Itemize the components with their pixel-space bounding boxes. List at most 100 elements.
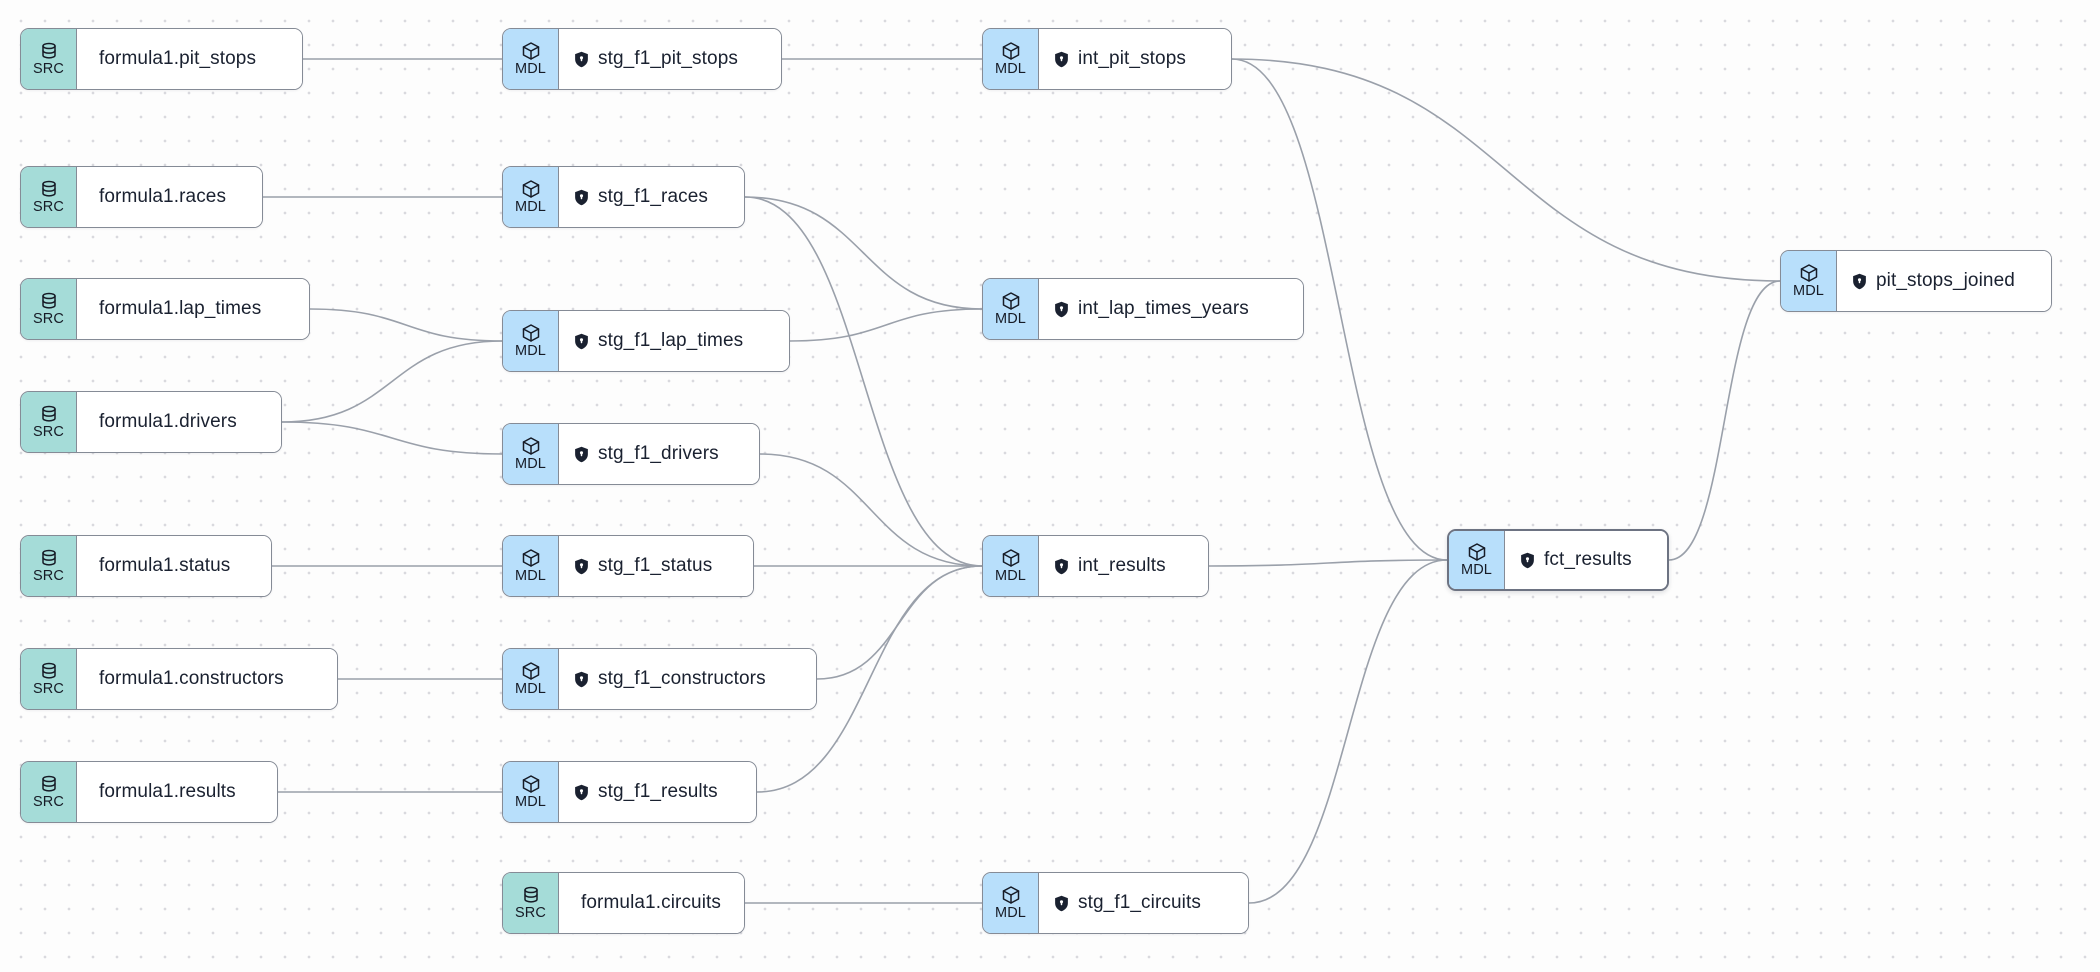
- edge-int_results-to-fct_results: [1208, 559, 1448, 567]
- node-src_status[interactable]: SRC formula1.status: [20, 535, 272, 597]
- database-icon: [39, 41, 59, 61]
- node-int_pit_stops[interactable]: MDL int_pit_stops: [982, 28, 1232, 90]
- node-src_circuits[interactable]: SRC formula1.circuits: [502, 872, 745, 934]
- edge-stg_constructors-to-int_results: [816, 565, 983, 680]
- node-stg_drivers[interactable]: MDL stg_f1_drivers: [502, 423, 760, 485]
- shield-lock-icon: [574, 446, 589, 463]
- edge-stg_drivers-to-int_results: [759, 453, 983, 567]
- node-label: formula1.results: [99, 781, 236, 802]
- database-icon: [39, 774, 59, 794]
- node-label: formula1.lap_times: [99, 298, 262, 319]
- node-stg_results[interactable]: MDL stg_f1_results: [502, 761, 757, 823]
- node-stg_constructors[interactable]: MDL stg_f1_constructors: [502, 648, 817, 710]
- edge-src_drivers-to-stg_drivers: [281, 421, 503, 455]
- database-icon: [521, 885, 541, 905]
- database-icon: [39, 404, 59, 424]
- node-label: int_lap_times_years: [1078, 298, 1249, 319]
- cube-icon: [1001, 885, 1021, 905]
- shield-lock-icon: [1054, 51, 1069, 68]
- node-label: stg_f1_circuits: [1078, 892, 1201, 913]
- node-body: int_lap_times_years: [1039, 279, 1303, 339]
- node-body: stg_f1_pit_stops: [559, 29, 781, 89]
- badge-mdl: MDL: [983, 29, 1039, 89]
- edge-int_pit_stops-to-pit_stops_joined: [1231, 58, 1781, 282]
- edge-stg_lap_times-to-int_lap_times_years: [789, 308, 983, 342]
- shield-lock-icon: [1852, 273, 1867, 290]
- badge-text: SRC: [515, 905, 546, 921]
- node-body: formula1.status: [77, 536, 271, 596]
- node-stg_circuits[interactable]: MDL stg_f1_circuits: [982, 872, 1249, 934]
- cube-icon: [1001, 41, 1021, 61]
- edge-src_drivers-to-stg_lap_times: [281, 340, 503, 423]
- node-label: formula1.pit_stops: [99, 48, 257, 69]
- node-src_drivers[interactable]: SRC formula1.drivers: [20, 391, 282, 453]
- badge-text: SRC: [33, 199, 64, 215]
- node-label: int_pit_stops: [1078, 48, 1186, 69]
- badge-mdl: MDL: [503, 424, 559, 484]
- badge-mdl: MDL: [983, 873, 1039, 933]
- shield-lock-icon: [574, 784, 589, 801]
- badge-src: SRC: [21, 649, 77, 709]
- node-src_races[interactable]: SRC formula1.races: [20, 166, 263, 228]
- node-int_results[interactable]: MDL int_results: [982, 535, 1209, 597]
- badge-mdl: MDL: [983, 536, 1039, 596]
- node-label: stg_f1_races: [598, 186, 708, 207]
- node-fct_results[interactable]: MDL fct_results: [1447, 529, 1669, 591]
- node-label: stg_f1_pit_stops: [598, 48, 738, 69]
- badge-src: SRC: [21, 392, 77, 452]
- cube-icon: [1001, 291, 1021, 311]
- node-body: pit_stops_joined: [1837, 251, 2051, 311]
- badge-mdl: MDL: [503, 649, 559, 709]
- node-body: formula1.drivers: [77, 392, 281, 452]
- node-label: stg_f1_drivers: [598, 443, 719, 464]
- node-pit_stops_joined[interactable]: MDL pit_stops_joined: [1780, 250, 2052, 312]
- badge-text: MDL: [1793, 283, 1824, 299]
- badge-mdl: MDL: [503, 762, 559, 822]
- node-int_lap_times_years[interactable]: MDL int_lap_times_years: [982, 278, 1304, 340]
- node-label: fct_results: [1544, 549, 1632, 570]
- node-stg_pit_stops[interactable]: MDL stg_f1_pit_stops: [502, 28, 782, 90]
- node-label: stg_f1_results: [598, 781, 718, 802]
- edge-fct_results-to-pit_stops_joined: [1668, 280, 1781, 561]
- node-stg_status[interactable]: MDL stg_f1_status: [502, 535, 754, 597]
- badge-mdl: MDL: [983, 279, 1039, 339]
- cube-icon: [1799, 263, 1819, 283]
- node-body: formula1.pit_stops: [77, 29, 302, 89]
- node-src_lap_times[interactable]: SRC formula1.lap_times: [20, 278, 310, 340]
- badge-text: MDL: [515, 568, 546, 584]
- badge-text: MDL: [515, 343, 546, 359]
- edge-src_lap_times-to-stg_lap_times: [309, 308, 503, 342]
- node-label: formula1.circuits: [581, 892, 722, 913]
- badge-text: MDL: [995, 311, 1026, 327]
- cube-icon: [1001, 548, 1021, 568]
- badge-text: MDL: [515, 681, 546, 697]
- badge-text: SRC: [33, 311, 64, 327]
- node-body: stg_f1_circuits: [1039, 873, 1248, 933]
- badge-mdl: MDL: [1449, 531, 1505, 589]
- node-src_pit_stops[interactable]: SRC formula1.pit_stops: [20, 28, 303, 90]
- node-body: stg_f1_status: [559, 536, 753, 596]
- node-label: stg_f1_constructors: [598, 668, 766, 689]
- edge-stg_races-to-int_lap_times_years: [744, 196, 983, 310]
- node-label: pit_stops_joined: [1876, 270, 2015, 291]
- cube-icon: [521, 41, 541, 61]
- node-label: int_results: [1078, 555, 1166, 576]
- badge-mdl: MDL: [1781, 251, 1837, 311]
- badge-src: SRC: [21, 29, 77, 89]
- node-body: int_pit_stops: [1039, 29, 1231, 89]
- node-label: formula1.drivers: [99, 411, 237, 432]
- badge-mdl: MDL: [503, 311, 559, 371]
- node-body: formula1.races: [77, 167, 262, 227]
- badge-text: SRC: [33, 568, 64, 584]
- badge-src: SRC: [21, 167, 77, 227]
- badge-text: MDL: [515, 794, 546, 810]
- badge-text: MDL: [515, 61, 546, 77]
- badge-mdl: MDL: [503, 29, 559, 89]
- badge-text: MDL: [515, 456, 546, 472]
- cube-icon: [521, 661, 541, 681]
